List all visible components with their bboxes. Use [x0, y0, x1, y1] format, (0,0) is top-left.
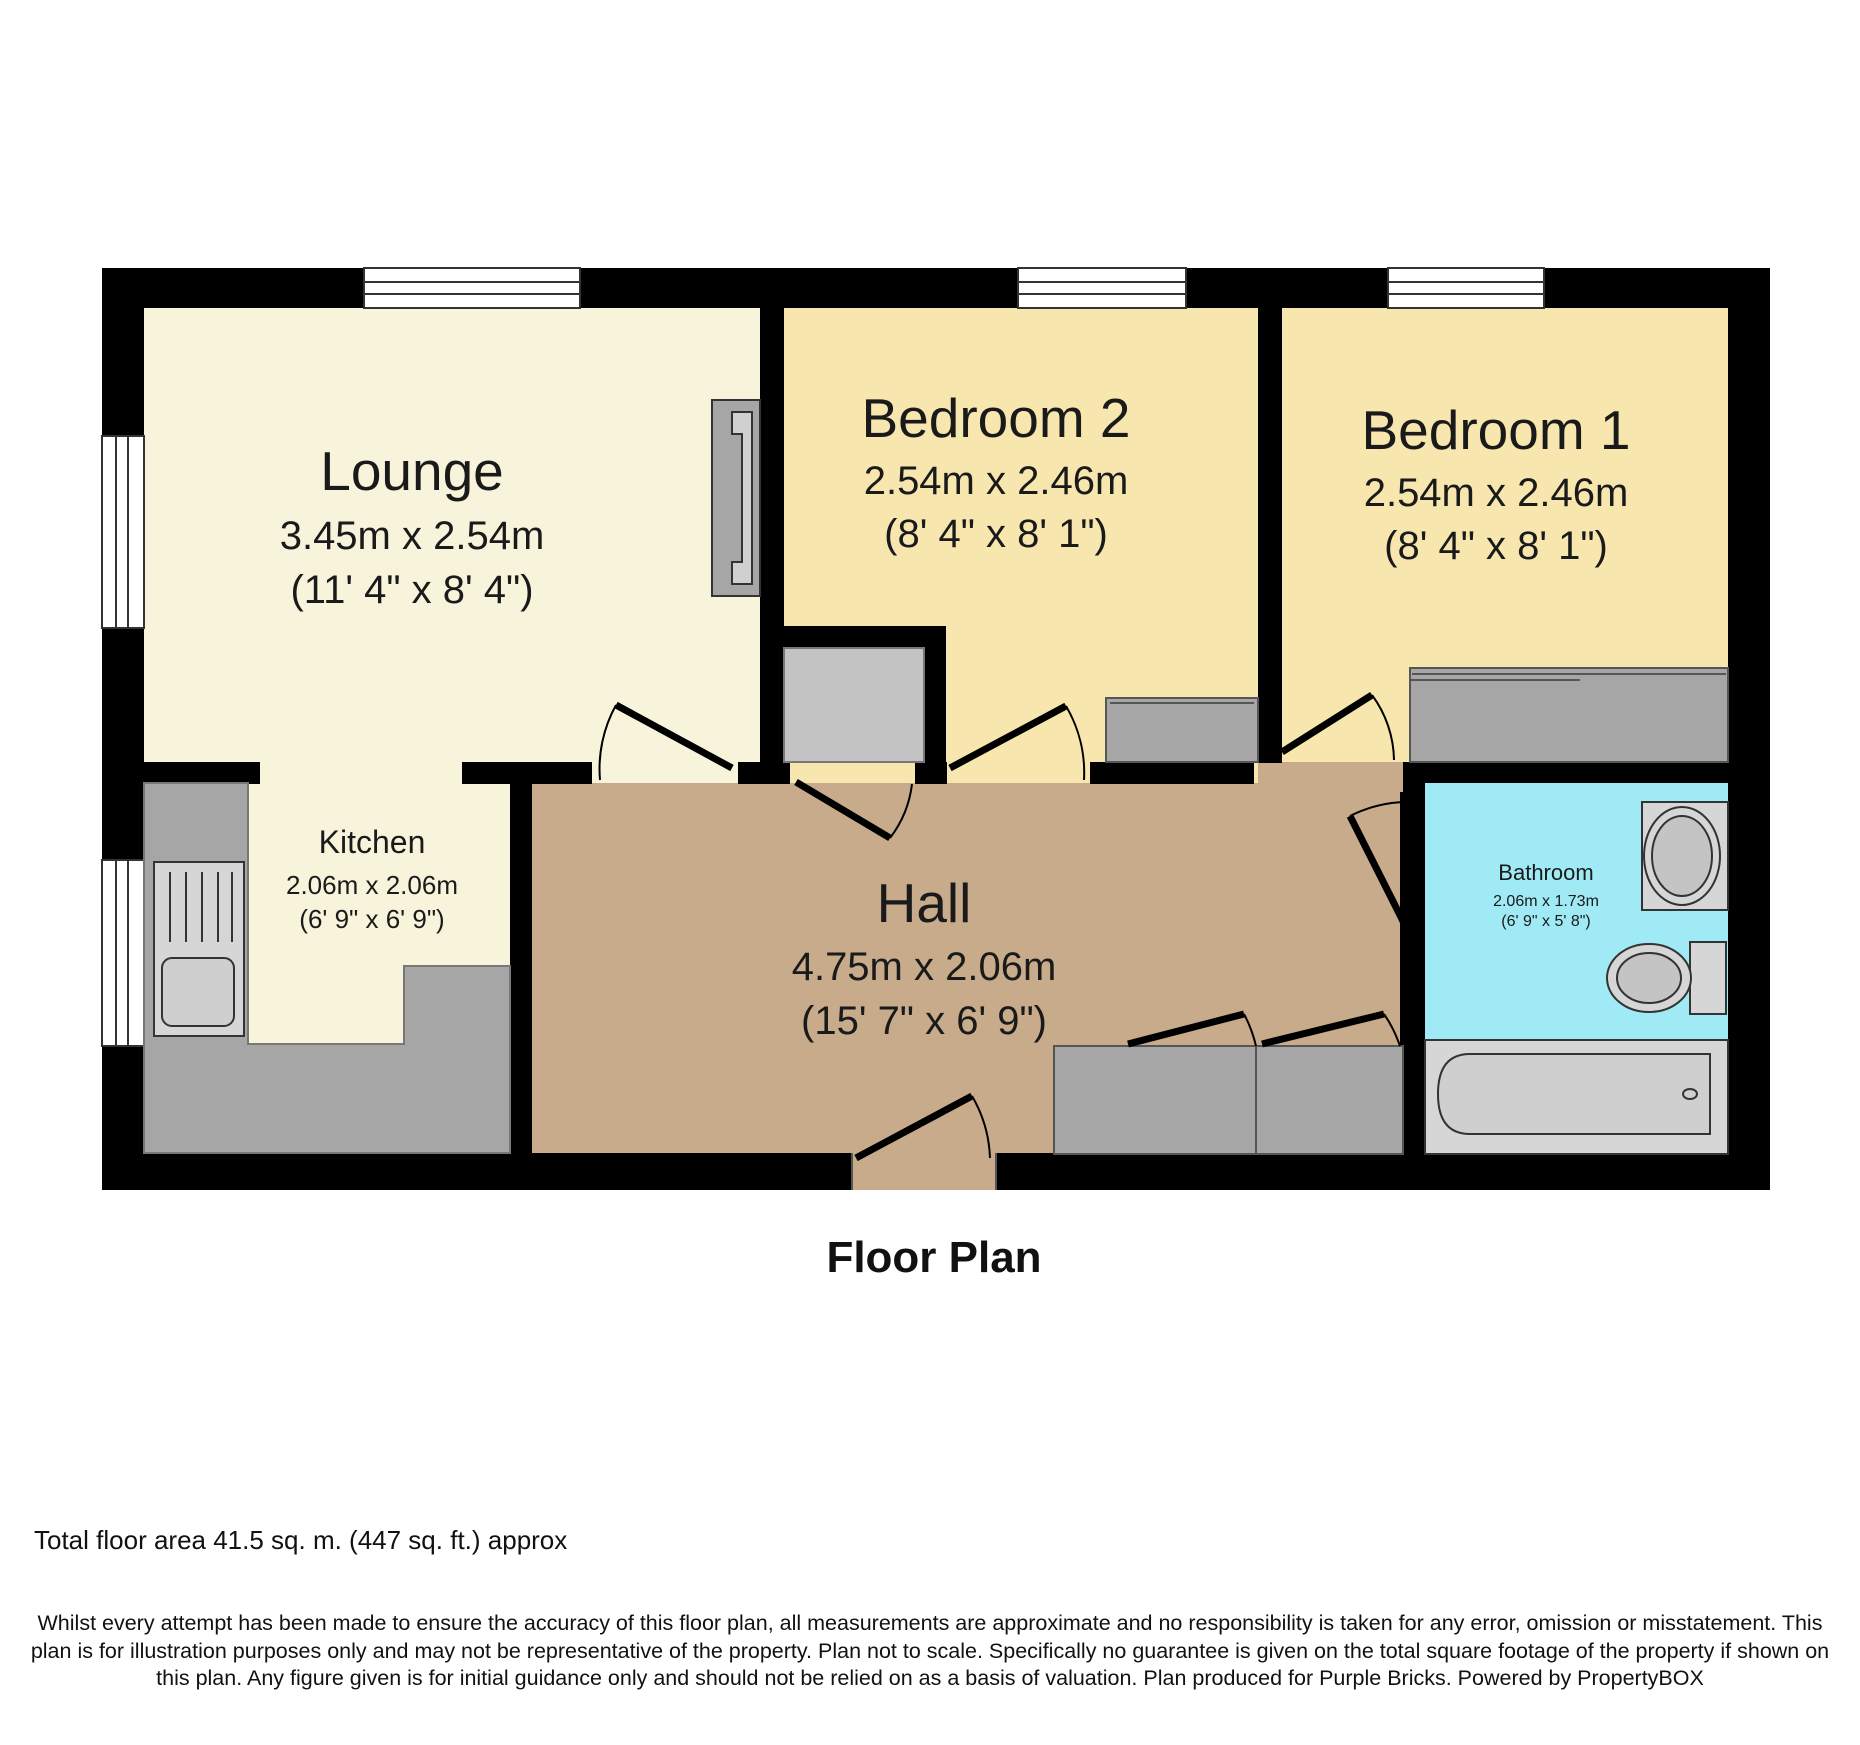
wardrobe-bedroom2 — [1105, 697, 1259, 763]
room-label-hall: Hall 4.75m x 2.06m (15' 7" x 6' 9") — [792, 872, 1057, 1043]
door-bathroom — [1346, 800, 1415, 937]
window-kitchen-side — [101, 859, 145, 1047]
window-bedroom2-top — [1017, 267, 1187, 309]
room-size-metric-bedroom2: 2.54m x 2.46m — [864, 459, 1129, 503]
window-lounge-side — [101, 435, 145, 629]
door-cupboard — [794, 778, 913, 842]
room-size-metric-lounge: 3.45m x 2.54m — [280, 514, 545, 558]
window-lounge-top — [363, 267, 581, 309]
room-label-kitchen: Kitchen 2.06m x 2.06m (6' 9" x 6' 9") — [286, 824, 458, 934]
bathtub-icon — [1424, 1039, 1729, 1155]
room-size-imperial-bedroom2: (8' 4" x 8' 1") — [884, 512, 1108, 556]
door-front — [854, 1092, 991, 1162]
hall-storage-units — [1053, 1045, 1404, 1155]
interior-walls — [144, 308, 1728, 1154]
kitchen-sink-icon — [153, 861, 245, 1037]
room-label-bathroom: Bathroom 2.06m x 1.73m (6' 9" x 5' 8") — [1493, 860, 1599, 930]
room-size-imperial-bathroom: (6' 9" x 5' 8") — [1501, 913, 1591, 930]
door-bedroom2 — [948, 702, 1086, 781]
fireplace-icon — [711, 399, 761, 597]
room-label-bedroom2: Bedroom 2 2.54m x 2.46m (8' 4" x 8' 1") — [861, 387, 1130, 556]
total-floor-area: Total floor area 41.5 sq. m. (447 sq. ft… — [34, 1525, 568, 1555]
plan-title: Floor Plan — [826, 1233, 1041, 1282]
room-name-hall: Hall — [877, 872, 972, 934]
cupboard-storage — [783, 647, 925, 763]
room-size-metric-kitchen: 2.06m x 2.06m — [286, 870, 458, 900]
room-size-imperial-kitchen: (6' 9" x 6' 9") — [299, 904, 444, 934]
door-kitchen-hall-stores — [1127, 1010, 1401, 1048]
room-size-imperial-lounge: (11' 4" x 8' 4") — [290, 568, 533, 612]
door-lounge — [598, 701, 734, 781]
window-bedroom1-top — [1387, 267, 1545, 309]
room-size-imperial-hall: (15' 7" x 6' 9") — [801, 999, 1047, 1043]
room-size-metric-bedroom1: 2.54m x 2.46m — [1364, 471, 1629, 515]
lounge-floor — [144, 308, 760, 783]
room-size-metric-hall: 4.75m x 2.06m — [792, 945, 1057, 989]
toilet-icon — [1606, 941, 1727, 1015]
wardrobe-bedroom1 — [1409, 667, 1729, 763]
disclaimer-text: Whilst every attempt has been made to en… — [30, 1611, 1830, 1690]
room-name-bedroom2: Bedroom 2 — [861, 387, 1130, 449]
room-name-bathroom: Bathroom — [1498, 860, 1593, 885]
room-label-bedroom1: Bedroom 1 2.54m x 2.46m (8' 4" x 8' 1") — [1361, 399, 1630, 568]
front-door-opening — [852, 1153, 996, 1190]
room-size-imperial-bedroom1: (8' 4" x 8' 1") — [1384, 524, 1608, 568]
room-name-kitchen: Kitchen — [319, 824, 426, 860]
room-label-lounge: Lounge 3.45m x 2.54m (11' 4" x 8' 4") — [280, 440, 545, 612]
room-name-lounge: Lounge — [320, 440, 504, 502]
door-bedroom1 — [1280, 692, 1395, 761]
room-size-metric-bathroom: 2.06m x 1.73m — [1493, 893, 1599, 910]
washbasin-icon — [1641, 801, 1729, 911]
room-name-bedroom1: Bedroom 1 — [1361, 399, 1630, 461]
hall-extension-floor — [1258, 762, 1403, 792]
